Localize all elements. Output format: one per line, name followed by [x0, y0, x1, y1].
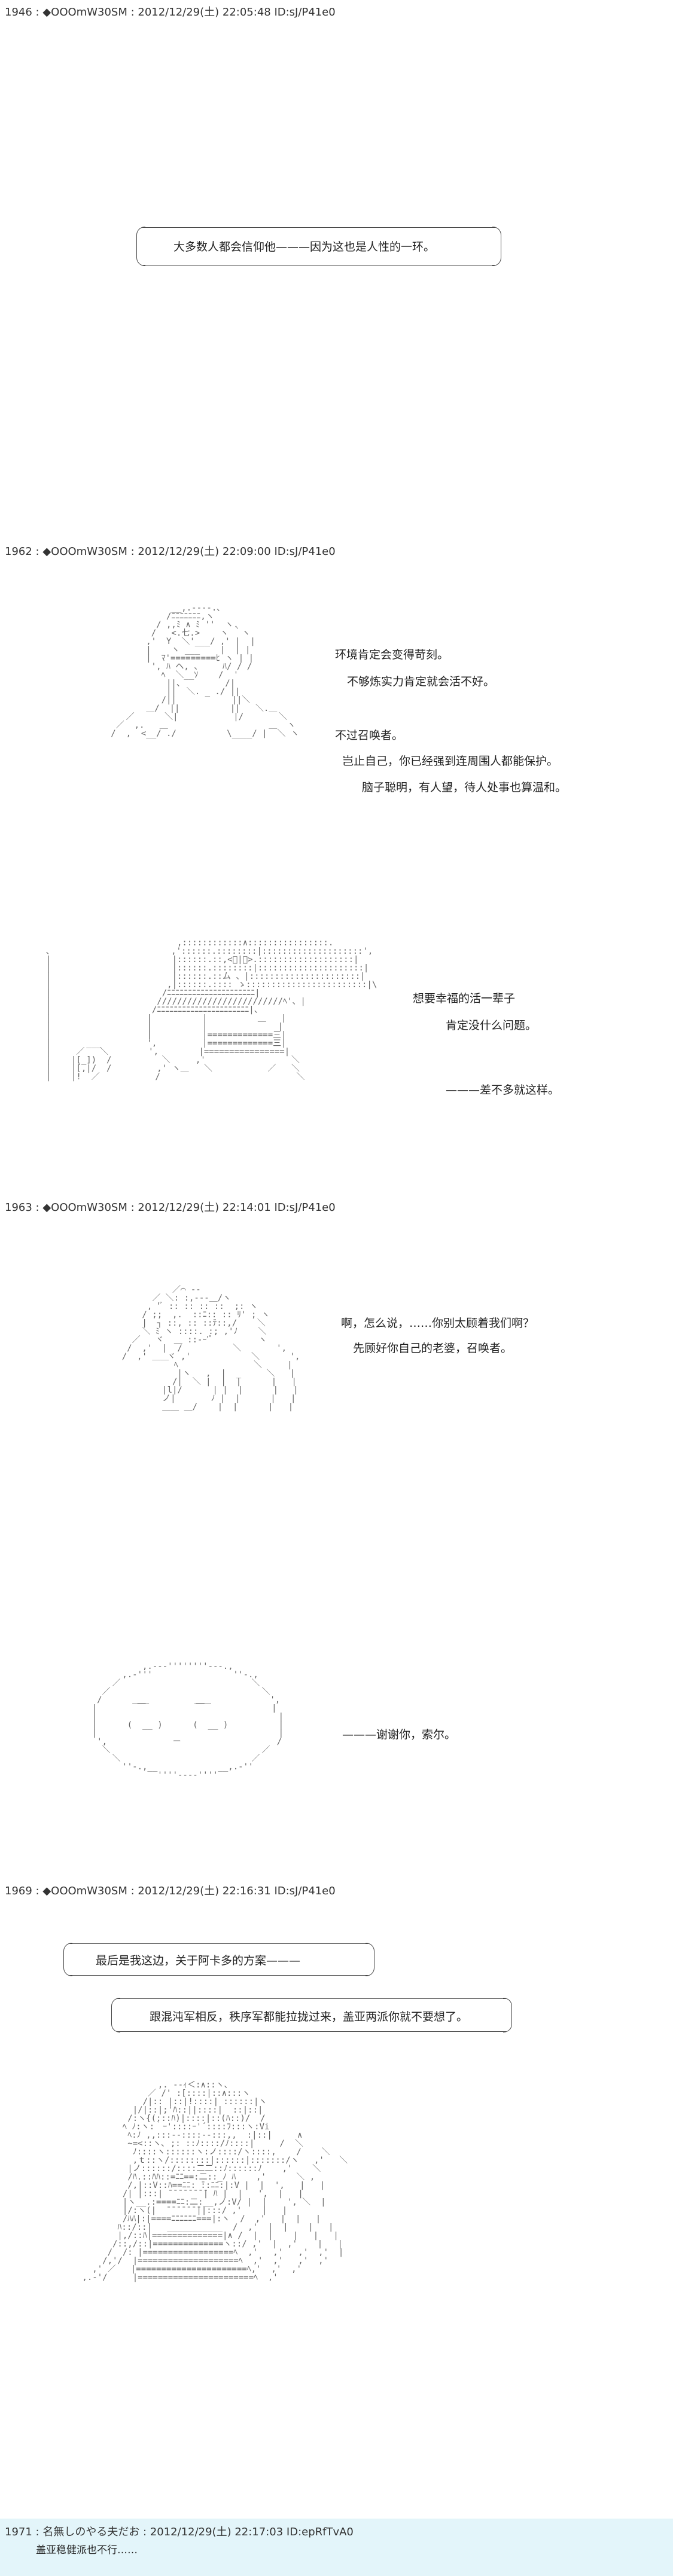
dialogue-line: 大多数人都会信仰他———因为这也是人性的一环。	[173, 240, 436, 254]
dialogue-line: 啊，怎么说，……你别太顾着我们啊？	[341, 1317, 535, 1330]
dialogue-line: 最后是我这边，关于阿卡多的方案———	[96, 1954, 301, 1967]
dialogue-line: 跟混沌军相反，秩序军都能拉拢过来，盖亚两派你就不要想了。	[150, 2010, 468, 2023]
dialogue-line: 不过召唤者。	[335, 729, 404, 742]
post-header: 1969 : ◆OOOmW30SM : 2012/12/29(土) 22:16:…	[5, 1885, 336, 1897]
ascii-art-character: ／⌒ ‐- ／ ＼: :,--‐＿/ヽ , 'ﾞ :: :: :: :: ;: …	[121, 1285, 300, 1412]
dialogue-line: 岂止自己，你已经强到连周围人都能保护。	[342, 755, 559, 768]
reply-text: 盖亚稳健派也不行……	[36, 2544, 138, 2556]
dialogue-line: 不够炼实力肯定就会活不好。	[347, 675, 495, 688]
reply-block: 1971 : 名無しのやる夫だお : 2012/12/29(土) 22:17:0…	[0, 2519, 673, 2576]
post-header: 1946 : ◆OOOmW30SM : 2012/12/29(土) 22:05:…	[5, 6, 336, 19]
dialogue-line: 先顾好你自己的老婆，召唤者。	[353, 1342, 513, 1355]
dialogue-line: ———差不多就这样。	[446, 1083, 560, 1097]
post-header: 1963 : ◆OOOmW30SM : 2012/12/29(土) 22:14:…	[5, 1201, 336, 1214]
ascii-art-character: ,. -‐ｨ＜:∧::ヽ､ ／ /' :[::::|::∧:::ヽ /|:: |…	[82, 2080, 348, 2282]
dialogue-line: ———谢谢你，索尔。	[342, 1728, 456, 1741]
reply-header: 1971 : 名無しのやる夫だお : 2012/12/29(土) 22:17:0…	[5, 2526, 354, 2538]
dialogue-line: 肯定没什么问题。	[446, 1019, 537, 1032]
ascii-art-character: ,::::::::::::∧::::::::::::::::. ､ ,'::::…	[45, 938, 377, 1082]
post-header: 1962 : ◆OOOmW30SM : 2012/12/29(土) 22:09:…	[5, 545, 336, 558]
dialogue-line: 环境肯定会变得苛刻。	[335, 648, 449, 661]
dialogue-line: 脑子聪明，有人望，待人处事也算温和。	[362, 781, 567, 794]
ascii-art-character: __,.-‐‐-.､ /ﾆﾆﾆﾆﾆﾆﾆ,ヽ / ,,ﾐ ∧ ﾐ '' ヽ. / …	[111, 603, 299, 738]
ascii-art-face: ,.-‐‐''''''''‐‐-., ,.‐''' ''‐., ／ ＼ ／ ＼ …	[92, 1662, 284, 1780]
dialogue-line: 想要幸福的活一辈子	[413, 992, 516, 1005]
